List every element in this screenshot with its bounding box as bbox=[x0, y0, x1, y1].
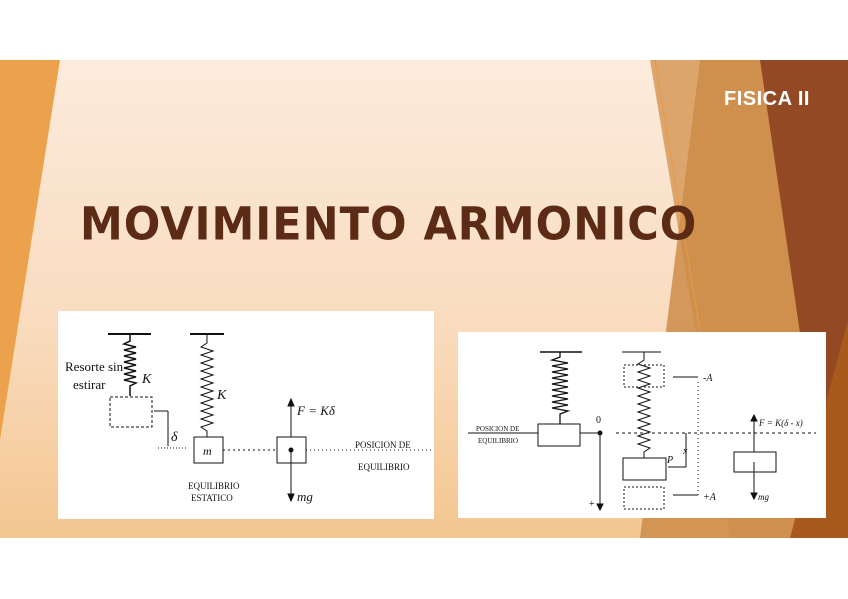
label-force-up: F = K(δ - x) bbox=[758, 418, 803, 428]
label-origin: 0 bbox=[596, 415, 601, 426]
label-minus-a: -A bbox=[703, 373, 713, 384]
label-equilibrio-right: EQUILIBRIO bbox=[358, 462, 410, 472]
label-delta: δ bbox=[171, 430, 178, 445]
label-plus: + bbox=[589, 499, 595, 510]
label-equilibrio: EQUILIBRIO bbox=[478, 437, 518, 445]
label-posicion-de: POSICION DE bbox=[476, 425, 519, 433]
label-k1: K bbox=[141, 372, 152, 387]
spring-oscillation-diagram: POSICION DE EQUILIBRIO 0 + -A +A x P F =… bbox=[458, 332, 826, 518]
label-posicion-de: POSICION DE bbox=[355, 440, 411, 450]
left-orange-shape bbox=[0, 60, 60, 440]
label-k2: K bbox=[216, 388, 227, 403]
course-label: FISICA II bbox=[724, 88, 810, 110]
label-estirar: estirar bbox=[73, 377, 106, 392]
label-equilibrio: EQUILIBRIO bbox=[188, 481, 240, 491]
spring-equilibrium-diagram: Resorte sin estirar K K δ m EQUILIBRIO E… bbox=[58, 311, 434, 519]
slide-title: MOVIMIENTO ARMONICO bbox=[80, 198, 698, 252]
label-plus-a: +A bbox=[703, 492, 717, 503]
label-mg: mg bbox=[297, 489, 313, 504]
label-force-up: F = Kδ bbox=[296, 403, 336, 418]
label-mass: m bbox=[203, 444, 212, 458]
label-p: P bbox=[666, 455, 673, 466]
accent-line bbox=[654, 60, 701, 331]
label-estatico: ESTATICO bbox=[191, 493, 233, 503]
label-resorte-sin: Resorte sin bbox=[65, 359, 124, 374]
label-x: x bbox=[682, 446, 688, 457]
slide: FISICA II MOVIMIENTO ARMONICO Resorte si… bbox=[0, 60, 848, 538]
label-mg: mg bbox=[758, 492, 769, 502]
